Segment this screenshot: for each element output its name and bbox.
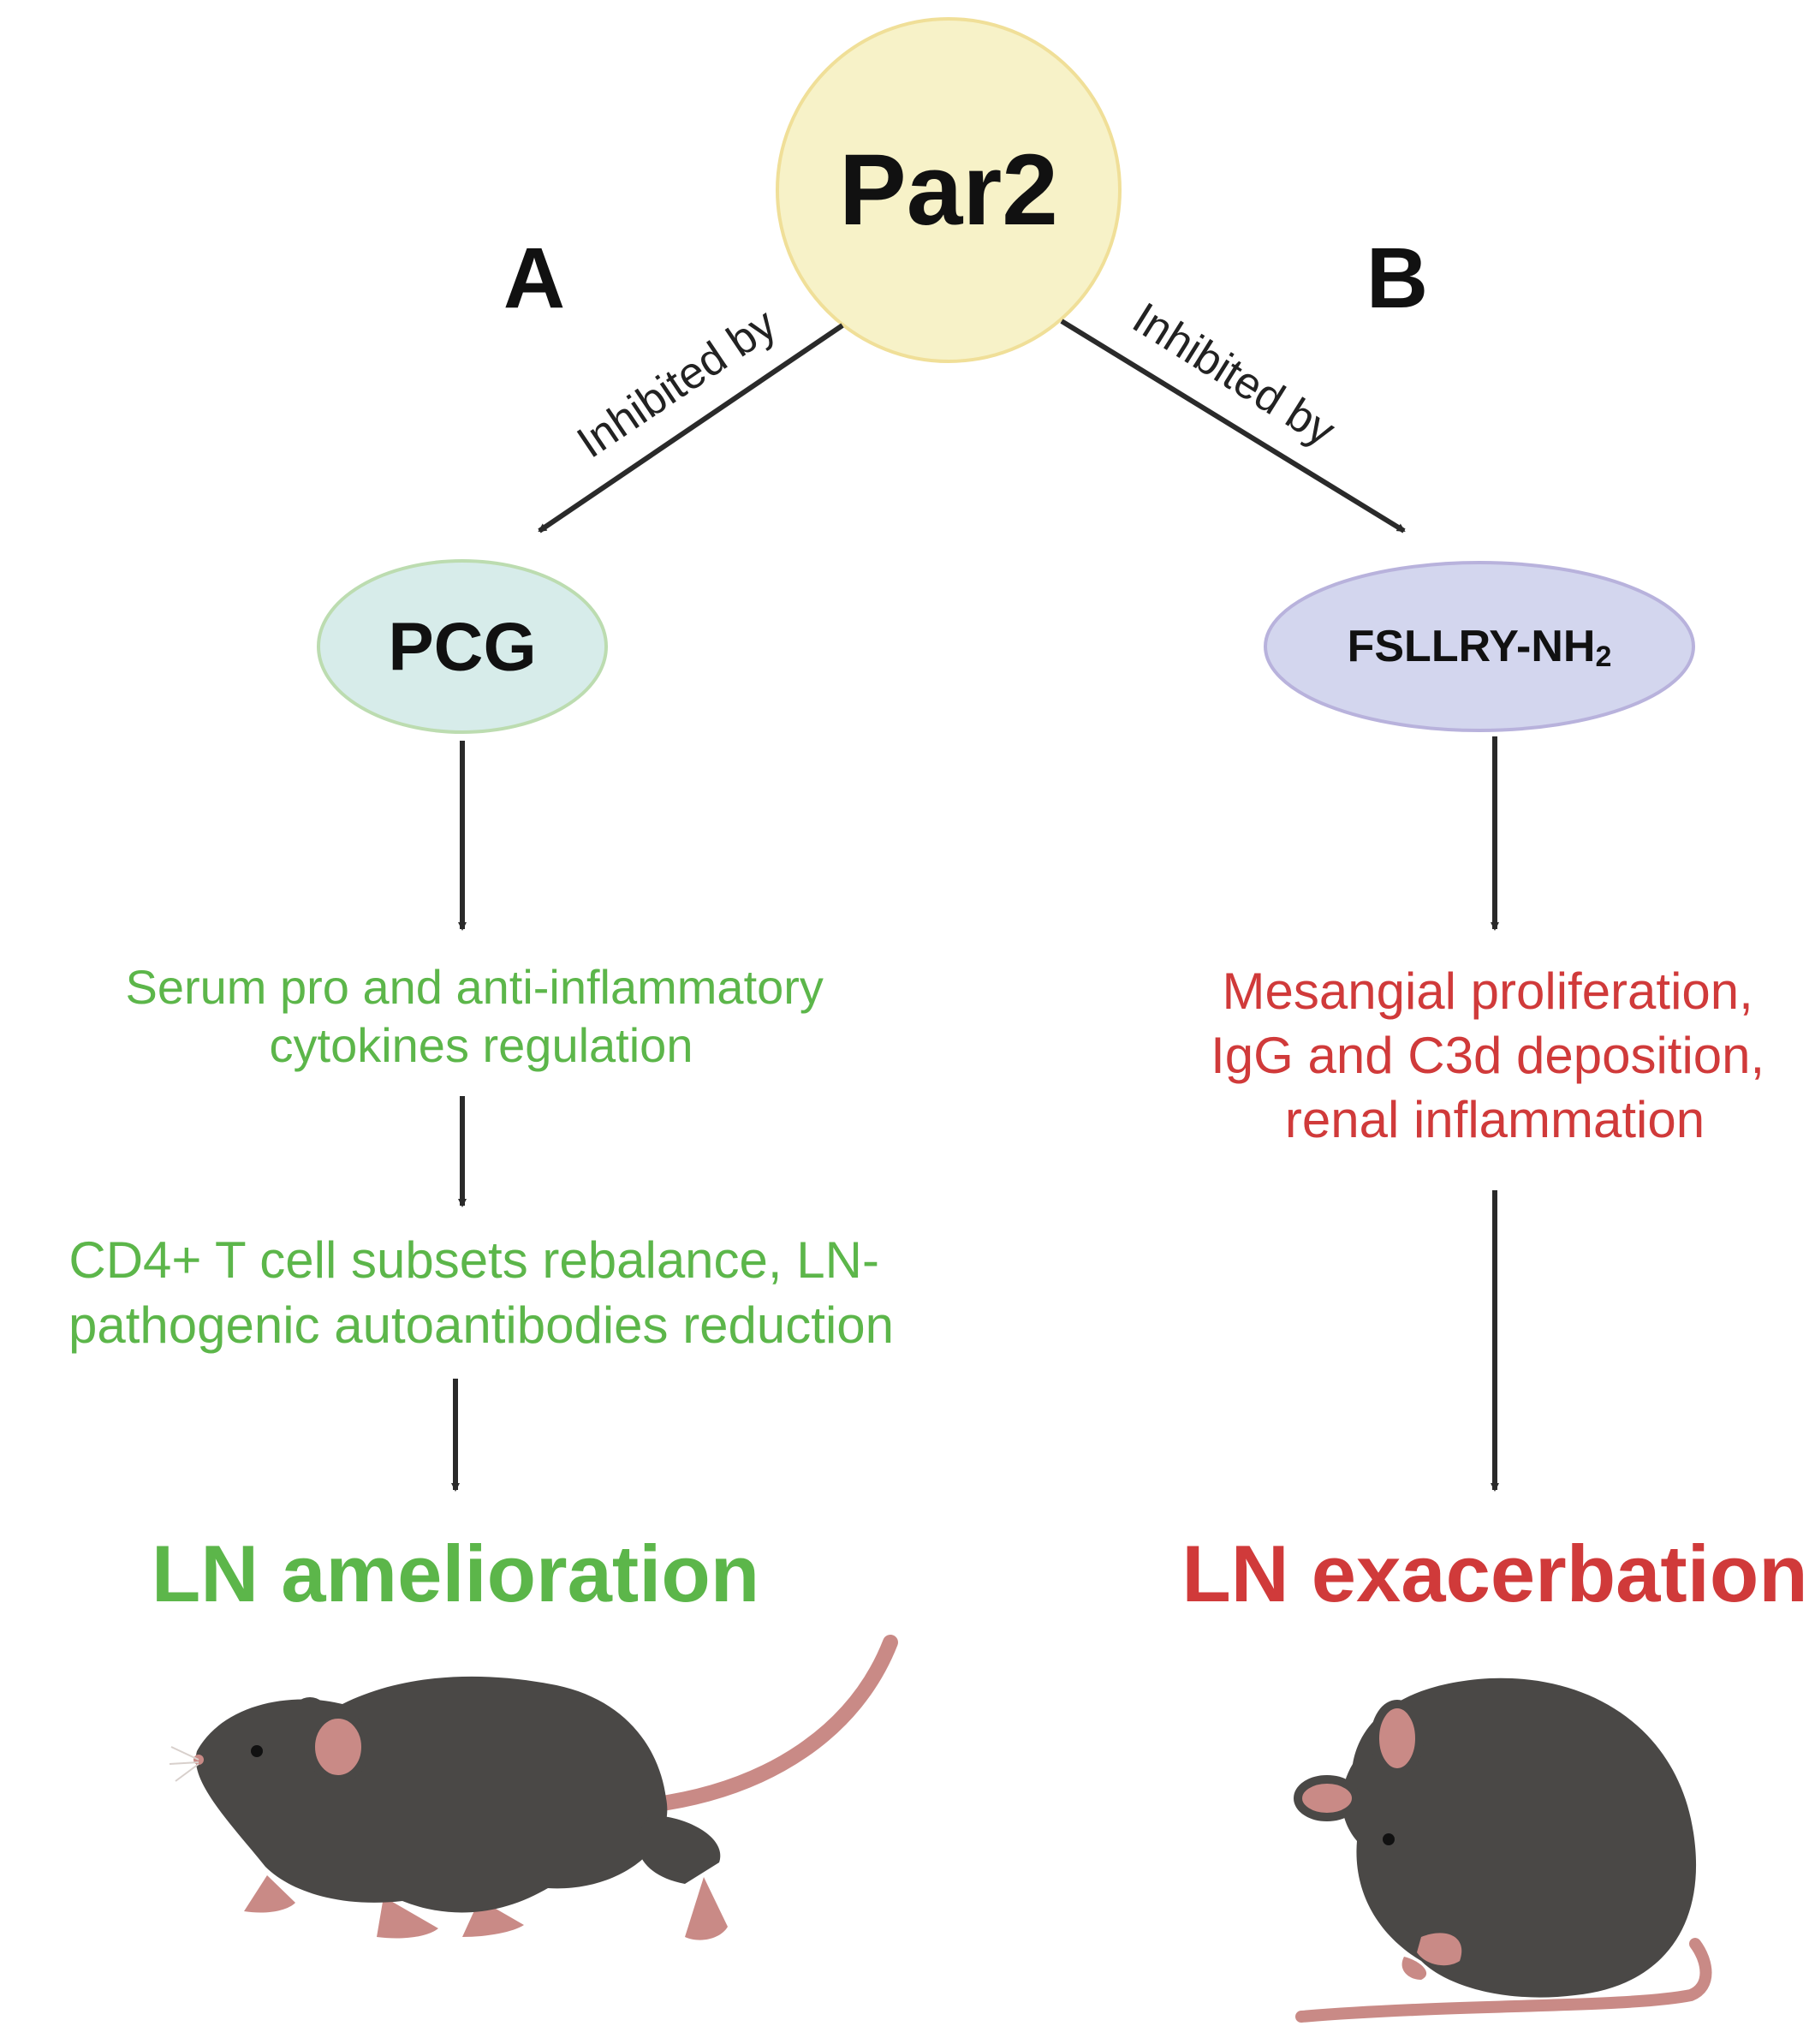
branch-b-step1-line2: IgG and C3d deposition, bbox=[1211, 1027, 1764, 1084]
fsllry-label-main: FSLLRY-NH bbox=[1348, 622, 1596, 671]
par2-node bbox=[776, 17, 1122, 363]
fsllry-label: FSLLRY-NH2 bbox=[1348, 622, 1612, 673]
branch-b-letter: B bbox=[1366, 230, 1428, 326]
outcome-b: LN exacerbation bbox=[1181, 1529, 1807, 1618]
branch-a-step2-line2: pathogenic autoantibodies reduction bbox=[68, 1296, 894, 1354]
arrow-par2-to-pcg bbox=[538, 323, 844, 533]
mouse-walking-icon bbox=[169, 1635, 898, 1940]
branch-a-step1-line2: cytokines regulation bbox=[270, 1018, 693, 1072]
fsllry-node bbox=[1264, 561, 1695, 732]
branch-a-step1-line1: Serum pro and anti-inflammatory bbox=[125, 960, 823, 1014]
mouse-hunched-icon bbox=[1294, 1678, 1712, 2023]
branch-b-step1-line1: Mesangial proliferation, bbox=[1222, 962, 1753, 1020]
par2-label: Par2 bbox=[839, 134, 1058, 247]
outcome-a: LN amelioration bbox=[152, 1529, 759, 1618]
fsllry-label-sub: 2 bbox=[1595, 641, 1611, 673]
branch-b-step1-line3: renal inflammation bbox=[1285, 1091, 1705, 1148]
branch-a-step2: CD4+ T cell subsets rebalance, LN- patho… bbox=[68, 1231, 894, 1354]
branch-a-letter: A bbox=[503, 230, 565, 326]
edge-label-b: Inhibited by bbox=[1124, 294, 1343, 456]
arrow-par2-to-fsllry bbox=[1060, 319, 1406, 533]
pcg-label: PCG bbox=[388, 609, 536, 685]
pcg-node bbox=[317, 559, 608, 734]
branch-a-step1: Serum pro and anti-inflammatory cytokine… bbox=[125, 960, 836, 1072]
branch-b-step1: Mesangial proliferation, IgG and C3d dep… bbox=[1211, 962, 1779, 1148]
branch-a-step2-line1: CD4+ T cell subsets rebalance, LN- bbox=[68, 1231, 879, 1289]
